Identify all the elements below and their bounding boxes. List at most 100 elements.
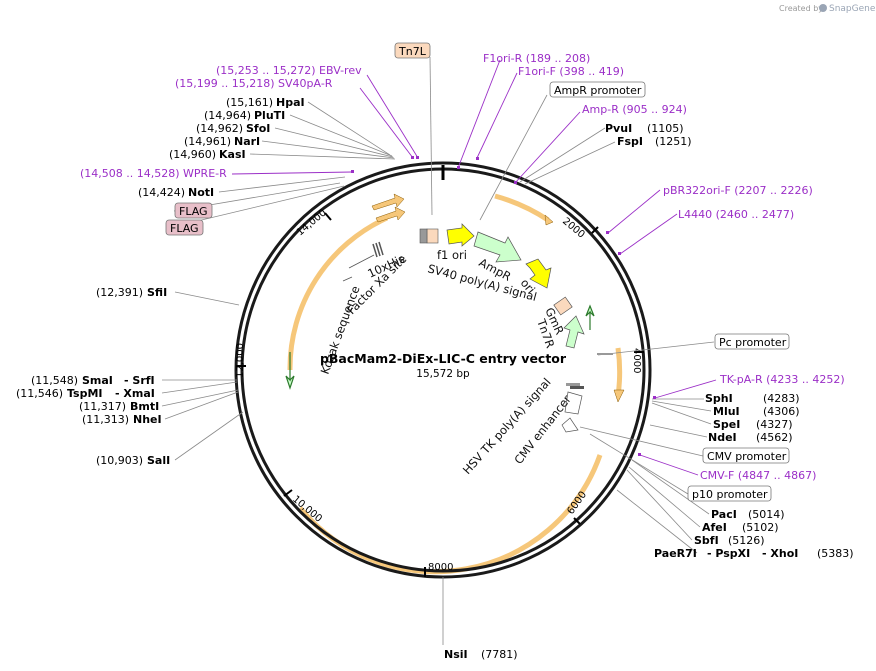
site-pluti-name: PluTI [254,109,285,122]
orf-arc-left [287,215,389,371]
site-smai-name: SmaI [82,374,113,387]
boxed-labels: Tn7L FLAG FLAG AmpR promoter Pc promoter… [165,42,790,502]
site-sali-name: SalI [147,454,170,467]
f1-ori-arrow [446,223,475,247]
site-kasi-name: KasI [219,148,246,161]
orf-right-arrowhead [613,389,625,403]
tick-label-8000: 8000 [428,562,453,573]
site-smai-pos: (11,548) [31,374,78,387]
site-srfi-name: - SrfI [124,374,155,387]
tag-marks [372,241,384,258]
site-nari-pos: (14,961) [184,135,231,148]
tick-6000 [573,517,581,525]
site-hpai-pos: (15,161) [226,96,273,109]
primer-cmvf: CMV-F (4847 .. 4867) [700,469,816,482]
ruler-ticks [236,212,644,577]
flag-arrow-1 [371,193,405,211]
site-ndei-name: NdeI [708,431,737,444]
box-flag-1: FLAG [174,202,213,219]
site-sfoi-name: SfoI [246,122,270,135]
site-afei-pos: (5102) [742,521,779,534]
primer-ebvrev: (15,253 .. 15,272) EBV-rev [216,64,362,77]
cmv-promoter-feature [561,417,579,433]
box-ampr-promoter-text: AmpR promoter [554,84,642,97]
site-nhei-pos: (11,313) [82,413,129,426]
primer-ampr: Amp-R (905 .. 924) [582,103,687,116]
site-hpai-name: HpaI [276,96,305,109]
site-xmai-name: - XmaI [115,387,155,400]
site-spei-pos: (4327) [756,418,793,431]
site-xhoi-name: - XhoI [762,547,798,560]
tick-label-2000: 2000 [560,216,587,241]
site-spei-name: SpeI [713,418,740,431]
left-green-arrow [285,352,295,390]
snapgene-logo-icon [819,4,827,12]
site-pspxi-name: - PspXI [707,547,750,560]
box-pc-promoter-text: Pc promoter [719,336,787,349]
primer-l4440: L4440 (2460 .. 2477) [678,208,794,221]
site-bmti-name: BmtI [130,400,159,413]
orf-top-arrowhead [544,214,554,226]
orf-arc-right [615,347,623,397]
primer-f1orif: F1ori-F (398 .. 419) [518,65,624,78]
site-tspmi-pos: (11,546) [16,387,63,400]
snapgene-credit: Created by SnapGene [779,4,876,14]
site-sbfi-pos: (5126) [728,534,765,547]
site-sfoi-pos: (14,962) [196,122,243,135]
gmr-arrow [563,315,585,349]
feature-label-f1ori: f1 ori [437,248,467,262]
feature-arrows [285,193,625,433]
credit-brand: SnapGene [829,4,876,14]
box-p10-promoter: p10 promoter [687,485,772,502]
orf-arc-bottom [298,454,603,575]
site-fspi-pos: (1251) [655,135,692,148]
tn7r-feature [553,296,573,316]
tick-label-4000: 4000 [631,348,642,373]
site-sphi-name: SphI [705,392,733,405]
box-flag-2: FLAG [165,219,204,236]
site-paci-name: PacI [711,508,737,521]
site-pluti-pos: (14,964) [204,109,251,122]
primer-sv40par: (15,199 .. 15,218) SV40pA-R [175,77,333,90]
ampr-arrow [473,231,522,263]
site-tspmi-name: TspMI [67,387,103,400]
box-cmv-promoter: CMV promoter [702,447,790,464]
feature-leader-lines [342,254,375,282]
site-mlui-pos: (4306) [763,405,800,418]
right-green-arrow [585,304,595,330]
site-mlui-name: MluI [713,405,740,418]
box-flag-2-text: FLAG [170,222,199,235]
site-sphi-pos: (4283) [763,392,800,405]
site-nhei-name: NheI [133,413,162,426]
tick-14000 [324,212,332,221]
box-flag-1-text: FLAG [179,205,208,218]
tk-feature [570,386,584,389]
site-noti-pos: (14,424) [138,186,185,199]
box-tn7l: Tn7L [394,42,431,59]
primer-tkpar: TK-pA-R (4233 .. 4252) [719,373,845,386]
tn7l-feature [426,228,439,244]
box-p10-promoter-text: p10 promoter [692,488,768,501]
plasmid-length: 15,572 bp [416,368,470,380]
site-kasi-pos: (14,960) [169,148,216,161]
box-ampr-promoter: AmpR promoter [549,81,646,98]
hsvtk-feature [566,383,580,386]
tick-label-10000: 10,000 [290,494,324,525]
primer-f1orir: F1ori-R (189 .. 208) [483,52,590,65]
primer-markers [351,156,656,456]
site-sfii-pos: (12,391) [96,286,143,299]
tick-10000 [283,489,293,497]
site-bmti-pos: (11,317) [79,400,126,413]
tick-label-14000: 14,000 [295,207,329,238]
site-nsii-name: NsiI [444,648,468,661]
site-fspi-name: FspI [617,135,643,148]
primer-wprer: (14,508 .. 14,528) WPRE-R [80,167,227,180]
site-sbfi-name: SbfI [694,534,719,547]
pc-promoter-feature [597,353,613,355]
primer-pbr322: pBR322ori-F (2207 .. 2226) [663,184,813,197]
site-paci-pos: (5014) [748,508,785,521]
plasmid-name: pBacMam2-DiEx-LIC-C entry vector [320,351,567,366]
site-nsii-pos: (7781) [481,648,518,661]
orf-arc-top [494,193,550,223]
